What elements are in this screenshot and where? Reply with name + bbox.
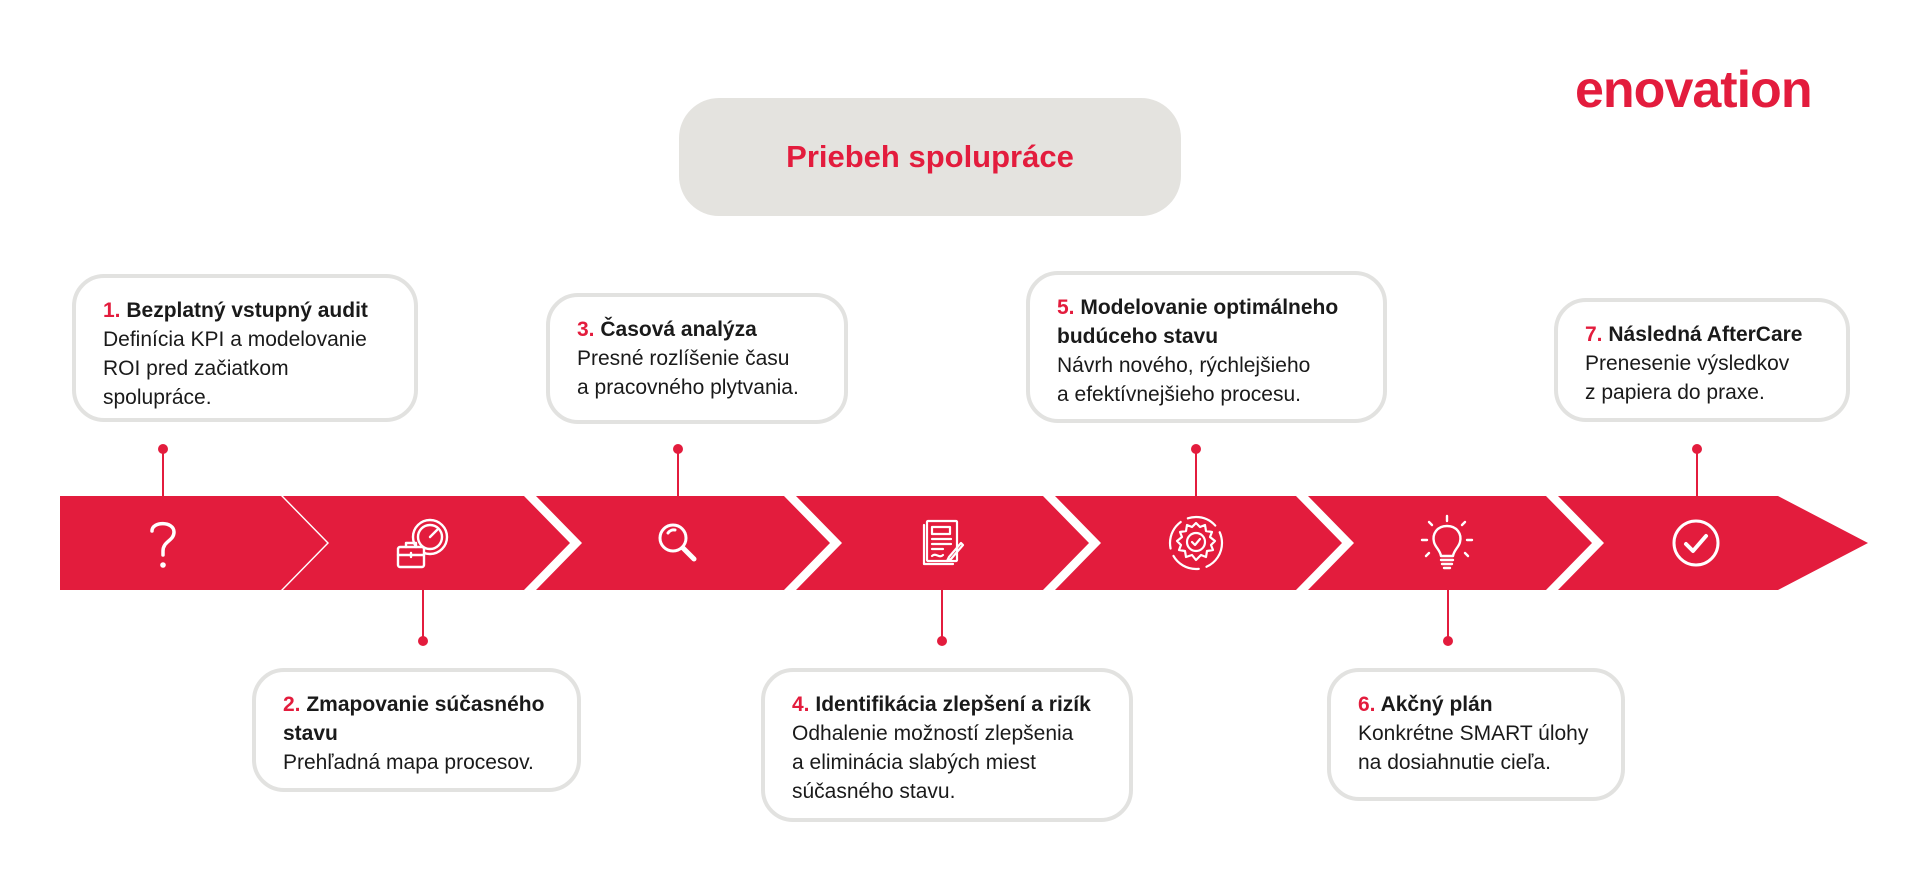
step-title-2: Zmapovanie súčasného stavu bbox=[283, 693, 545, 745]
connector-4 bbox=[941, 590, 943, 641]
step-description-3: Presné rozlíšenie času a pracovného plyt… bbox=[577, 347, 799, 399]
step-description-4: Odhalenie možností zlepšenia a elimináci… bbox=[792, 722, 1074, 803]
connector-dot-2 bbox=[418, 636, 428, 646]
step-heading-2: 2. Zmapovanie súčasného stavu bbox=[283, 690, 553, 748]
step-card-5: 5. Modelovanie optimálneho budúceho stav… bbox=[1026, 271, 1387, 423]
timeline-segment-7 bbox=[1558, 496, 1868, 590]
step-card-7: 7. Následná AfterCare Prenesenie výsledk… bbox=[1554, 298, 1850, 422]
step-description-6: Konkrétne SMART úlohy na dosiahnutie cie… bbox=[1358, 722, 1589, 774]
step-heading-6: 6. Akčný plán bbox=[1358, 690, 1597, 719]
timeline-segment-6 bbox=[1308, 496, 1592, 590]
connector-dot-1 bbox=[158, 444, 168, 454]
connector-dot-6 bbox=[1443, 636, 1453, 646]
step-title-3: Časová analýza bbox=[600, 318, 757, 341]
page-title: Priebeh spolupráce bbox=[786, 139, 1074, 174]
step-number-1: 1. bbox=[103, 299, 121, 322]
step-description-5: Návrh nového, rýchlejšieho a efektívnejš… bbox=[1057, 354, 1311, 406]
connector-5 bbox=[1195, 449, 1197, 496]
step-card-6: 6. Akčný plán Konkrétne SMART úlohy na d… bbox=[1327, 668, 1625, 801]
step-title-4: Identifikácia zlepšení a rizík bbox=[815, 693, 1091, 716]
briefcase-clock-icon bbox=[396, 518, 449, 569]
step-title-7: Následná AfterCare bbox=[1608, 323, 1803, 346]
connector-1 bbox=[162, 449, 164, 496]
step-heading-3: 3. Časová analýza bbox=[577, 315, 820, 344]
timeline-segment-2 bbox=[283, 496, 570, 590]
step-number-6: 6. bbox=[1358, 693, 1376, 716]
lightbulb-icon bbox=[1420, 514, 1474, 570]
connector-6 bbox=[1447, 590, 1449, 641]
step-number-2: 2. bbox=[283, 693, 301, 716]
step-number-3: 3. bbox=[577, 318, 595, 341]
step-card-2: 2. Zmapovanie súčasného stavu Prehľadná … bbox=[252, 668, 581, 792]
step-description-2: Prehľadná mapa procesov. bbox=[283, 751, 534, 774]
step-description-7: Prenesenie výsledkov z papiera do praxe. bbox=[1585, 352, 1790, 404]
step-number-7: 7. bbox=[1585, 323, 1603, 346]
timeline-segment-5 bbox=[1055, 496, 1342, 590]
timeline-segment-3 bbox=[536, 496, 830, 590]
step-title-6: Akčný plán bbox=[1380, 693, 1493, 716]
step-number-5: 5. bbox=[1057, 296, 1075, 319]
connector-dot-5 bbox=[1191, 444, 1201, 454]
timeline-segment-1 bbox=[60, 496, 327, 590]
question-icon bbox=[150, 521, 176, 568]
step-title-1: Bezplatný vstupný audit bbox=[126, 299, 368, 322]
document-pen-icon bbox=[922, 519, 965, 566]
step-card-1: 1. Bezplatný vstupný audit Definícia KPI… bbox=[72, 274, 418, 422]
connector-3 bbox=[677, 449, 679, 496]
checkmark-circle-icon bbox=[1672, 519, 1720, 567]
step-heading-1: 1. Bezplatný vstupný audit bbox=[103, 296, 390, 325]
connector-7 bbox=[1696, 449, 1698, 496]
step-heading-4: 4. Identifikácia zlepšení a rizík bbox=[792, 690, 1105, 719]
enovation-logo: enovation bbox=[1575, 61, 1813, 119]
magnifier-icon bbox=[658, 523, 697, 562]
connector-dot-7 bbox=[1692, 444, 1702, 454]
step-card-4: 4. Identifikácia zlepšení a rizík Odhale… bbox=[761, 668, 1133, 822]
step-description-1: Definícia KPI a modelovanie ROI pred zač… bbox=[103, 328, 367, 409]
step-number-4: 4. bbox=[792, 693, 810, 716]
step-heading-5: 5. Modelovanie optimálneho budúceho stav… bbox=[1057, 293, 1359, 351]
connector-dot-4 bbox=[937, 636, 947, 646]
connector-dot-3 bbox=[673, 444, 683, 454]
step-title-5: Modelovanie optimálneho budúceho stavu bbox=[1057, 296, 1339, 348]
gear-check-icon bbox=[1168, 515, 1224, 571]
step-heading-7: 7. Následná AfterCare bbox=[1585, 320, 1822, 349]
title-pill: Priebeh spolupráce bbox=[679, 98, 1181, 216]
step-card-3: 3. Časová analýza Presné rozlíšenie času… bbox=[546, 293, 848, 424]
connector-2 bbox=[422, 590, 424, 641]
